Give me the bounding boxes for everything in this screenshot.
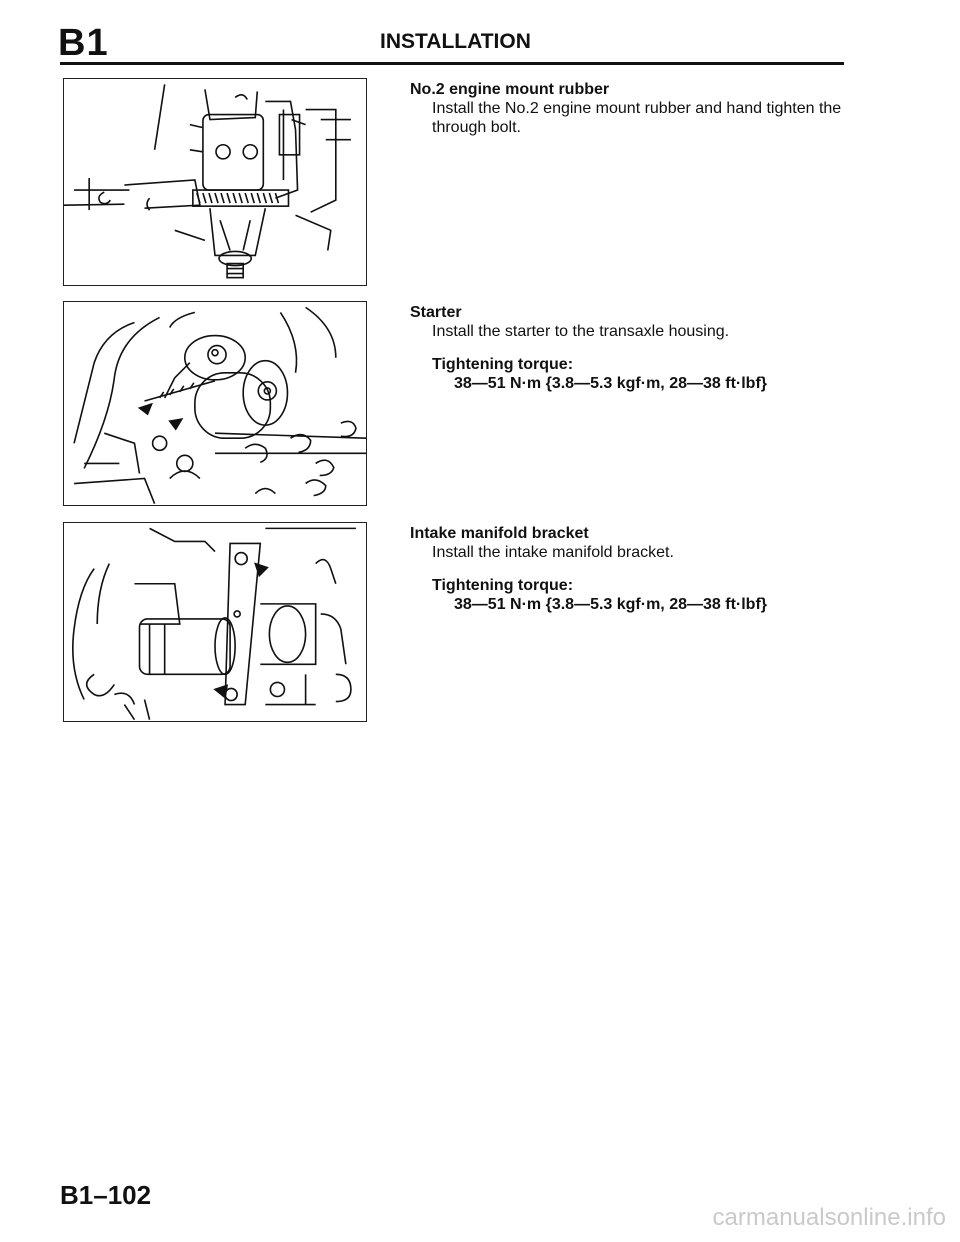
intake-manifold-bracket-illustration: [63, 522, 367, 722]
engine-mount-illustration: [63, 78, 367, 286]
step-instruction: Install the No.2 engine mount rubber and…: [432, 100, 842, 136]
torque-label: Tightening torque:: [432, 577, 574, 594]
step-intake-manifold-bracket: Intake manifold bracket Install the inta…: [410, 524, 850, 614]
header-rule: [60, 62, 844, 65]
step-instruction: Install the intake manifold bracket.: [432, 544, 674, 561]
step-title: No.2 engine mount rubber: [410, 81, 610, 98]
torque-value: 38—51 N·m {3.8—5.3 kgf·m, 28—38 ft·lbf}: [454, 596, 767, 613]
torque-value: 38—51 N·m {3.8—5.3 kgf·m, 28—38 ft·lbf}: [454, 375, 767, 392]
watermark: carmanualsonline.info: [712, 1204, 946, 1231]
step-starter: Starter Install the starter to the trans…: [410, 303, 850, 393]
page-title: INSTALLATION: [380, 30, 531, 53]
section-code: B1: [58, 22, 109, 64]
starter-illustration: [63, 301, 367, 506]
step-instruction: Install the starter to the transaxle hou…: [432, 323, 730, 340]
step-title: Intake manifold bracket: [410, 525, 589, 542]
step-title: Starter: [410, 304, 462, 321]
step-engine-mount: No.2 engine mount rubber Install the No.…: [410, 80, 850, 137]
page-number: B1–102: [60, 1180, 152, 1210]
torque-label: Tightening torque:: [432, 356, 574, 373]
